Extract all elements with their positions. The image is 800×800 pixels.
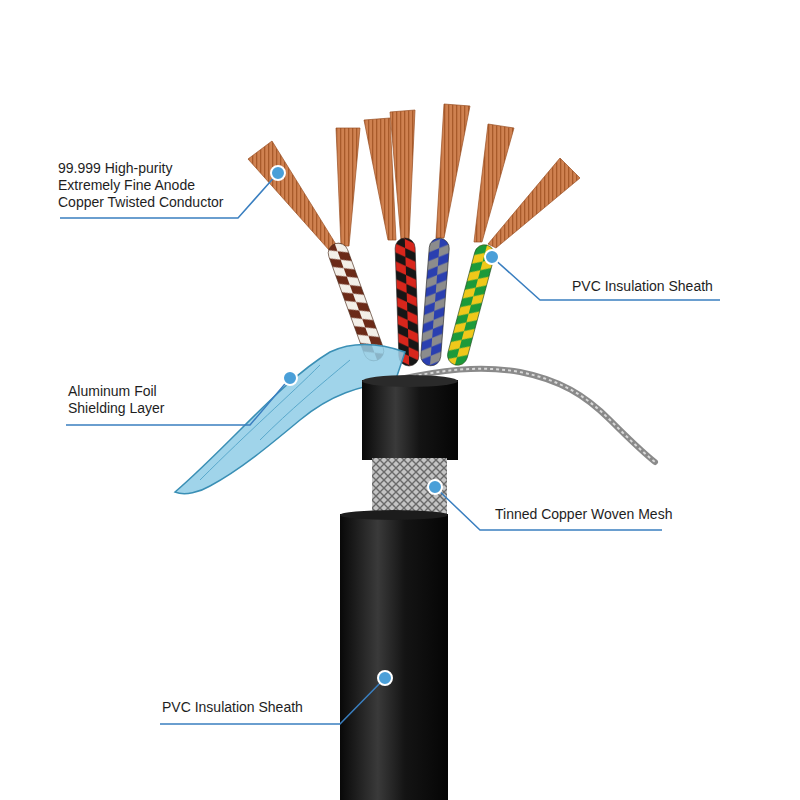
callout-dots — [271, 166, 499, 685]
callout-label: 99.999 High-purity Extremely Fine Anode … — [58, 160, 238, 211]
inner-jacket — [362, 380, 458, 460]
outer-jacket-top — [340, 510, 448, 520]
inner-jacket-top — [362, 375, 458, 387]
copper-strands — [248, 104, 580, 250]
callout-label: PVC Insulation Sheath — [162, 699, 362, 716]
callout-label: Tinned Copper Woven Mesh — [495, 506, 715, 523]
callout-label: Aluminum Foil Shielding Layer — [68, 383, 186, 417]
leader-lines — [60, 173, 720, 724]
foil-crease — [200, 360, 350, 480]
callout-label: PVC Insulation Sheath — [572, 278, 772, 295]
tinned-braid — [372, 458, 447, 518]
outer-jacket — [340, 514, 448, 800]
